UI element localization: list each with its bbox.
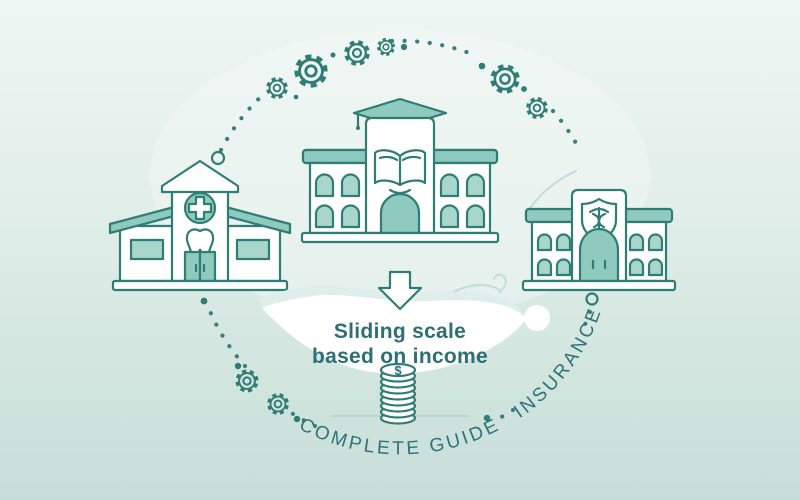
- accent-dot: [293, 415, 301, 423]
- coin-stack-icon: $: [331, 362, 469, 425]
- dental-clinic-building: [108, 159, 292, 292]
- accent-dot: [521, 86, 527, 92]
- school-windows: [314, 173, 486, 229]
- accent-dot: [478, 62, 486, 70]
- medical-cross-icon: [183, 191, 217, 225]
- down-arrow-icon: [377, 270, 423, 311]
- ring-dot: [210, 150, 226, 166]
- medical-door: [578, 227, 620, 283]
- medical-building: [521, 188, 677, 292]
- accent-dot: [234, 362, 242, 370]
- gear-icon: [265, 391, 291, 417]
- gear-icon: [235, 369, 258, 392]
- dental-doors: [183, 250, 217, 283]
- medical-windows: [536, 233, 664, 277]
- school-base: [300, 231, 500, 244]
- dental-window: [235, 238, 271, 261]
- accent-dot: [483, 414, 491, 422]
- banner-text-line1: Sliding scale: [334, 320, 466, 343]
- school-door: [379, 192, 421, 235]
- accent-dot: [400, 43, 408, 51]
- cloud-tip-dot: [524, 305, 550, 331]
- ring-dot: [585, 292, 599, 306]
- banner-text-line2: based on income: [312, 345, 488, 368]
- school-building: [300, 97, 500, 244]
- dotted-circle: [200, 38, 599, 429]
- accent-dot: [200, 297, 208, 305]
- dental-window: [129, 238, 165, 261]
- banner-cloud: [256, 273, 550, 374]
- dental-tower-roof: [160, 159, 240, 194]
- accent-dot: [293, 94, 299, 100]
- accent-dot: [330, 52, 336, 58]
- dollar-symbol: $: [394, 363, 402, 378]
- open-book-icon: [373, 149, 427, 195]
- dental-base: [111, 279, 289, 292]
- medical-base: [521, 279, 677, 292]
